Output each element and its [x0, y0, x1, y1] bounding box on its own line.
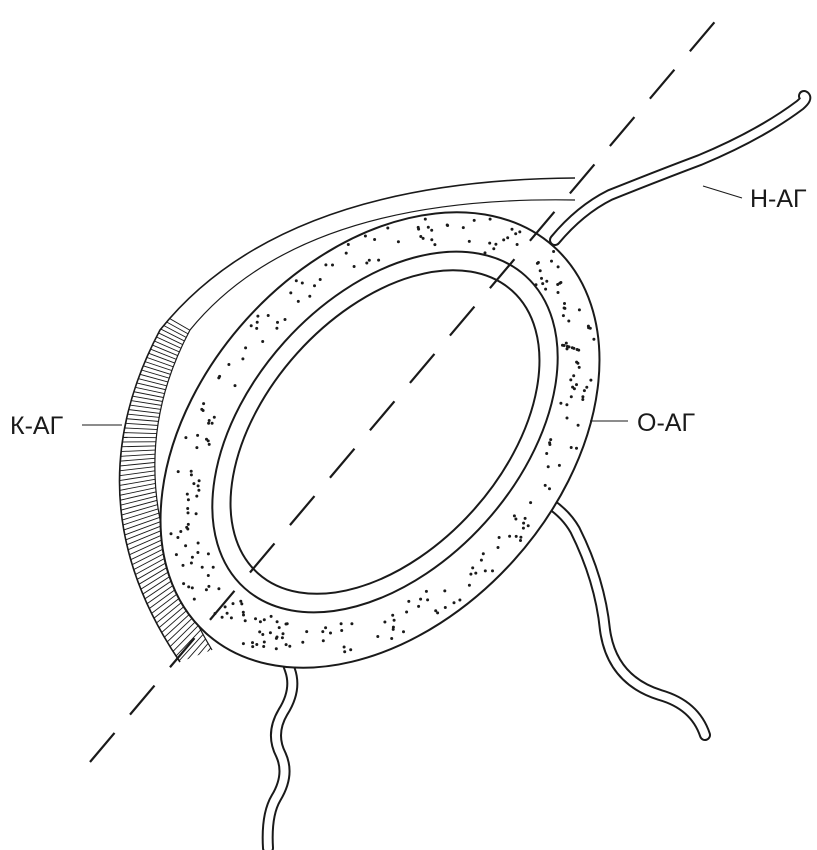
k-antigen-label: К-АГ	[10, 414, 63, 439]
leader-line-h	[703, 186, 742, 198]
o-antigen-label: О-АГ	[637, 411, 695, 436]
h-antigen-label: Н-АГ	[750, 187, 807, 212]
